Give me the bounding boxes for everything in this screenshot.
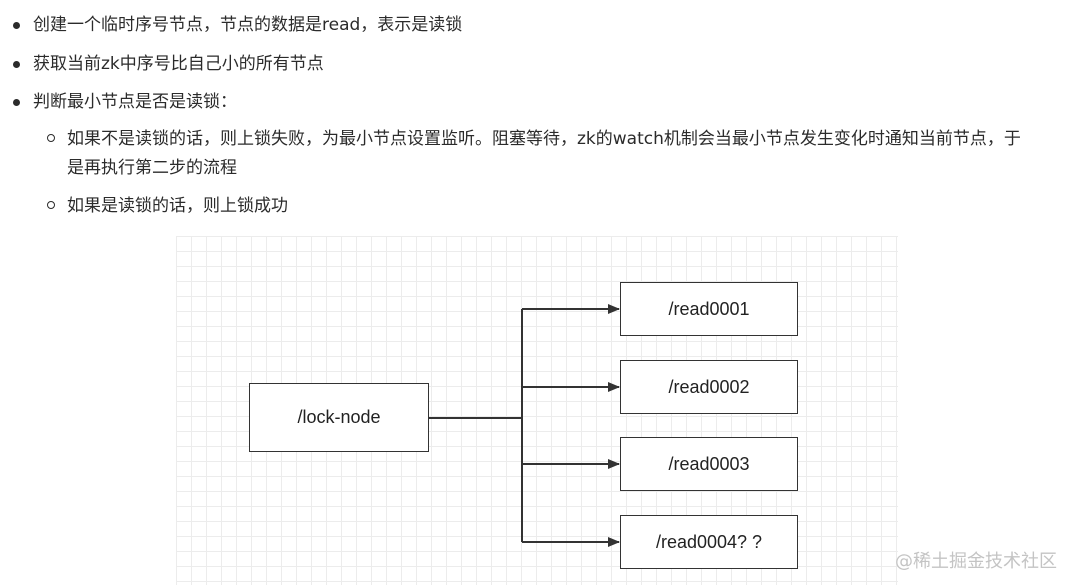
bullet-dot xyxy=(13,99,20,106)
lock-node-box: /lock-node xyxy=(249,383,429,452)
read0002-box: /read0002 xyxy=(620,360,798,414)
bullet-item-3: 判断最小节点是否是读锁： xyxy=(33,92,237,112)
tree-diagram: /lock-node /read0001 /read0002 /read0003… xyxy=(176,236,898,585)
sub-bullet-item-2: 如果是读锁的话，则上锁成功 xyxy=(67,196,288,216)
read0001-box: /read0001 xyxy=(620,282,798,336)
read0004-box: /read0004? ? xyxy=(620,515,798,569)
sub-bullet-circle xyxy=(47,134,55,142)
bullet-item-1: 创建一个临时序号节点，节点的数据是read，表示是读锁 xyxy=(33,15,463,35)
sub-bullet-item-1-line2: 是再执行第二步的流程 xyxy=(67,158,237,178)
bullet-item-2: 获取当前zk中序号比自己小的所有节点 xyxy=(33,54,324,74)
bullet-dot xyxy=(13,22,20,29)
sub-bullet-circle xyxy=(47,201,55,209)
diagram-connectors xyxy=(429,304,620,547)
sub-bullet-item-1-line1: 如果不是读锁的话，则上锁失败，为最小节点设置监听。阻塞等待，zk的watch机制… xyxy=(67,129,1021,149)
bullet-dot xyxy=(13,61,20,68)
read0003-box: /read0003 xyxy=(620,437,798,491)
watermark: @稀土掘金技术社区 xyxy=(895,551,1057,572)
